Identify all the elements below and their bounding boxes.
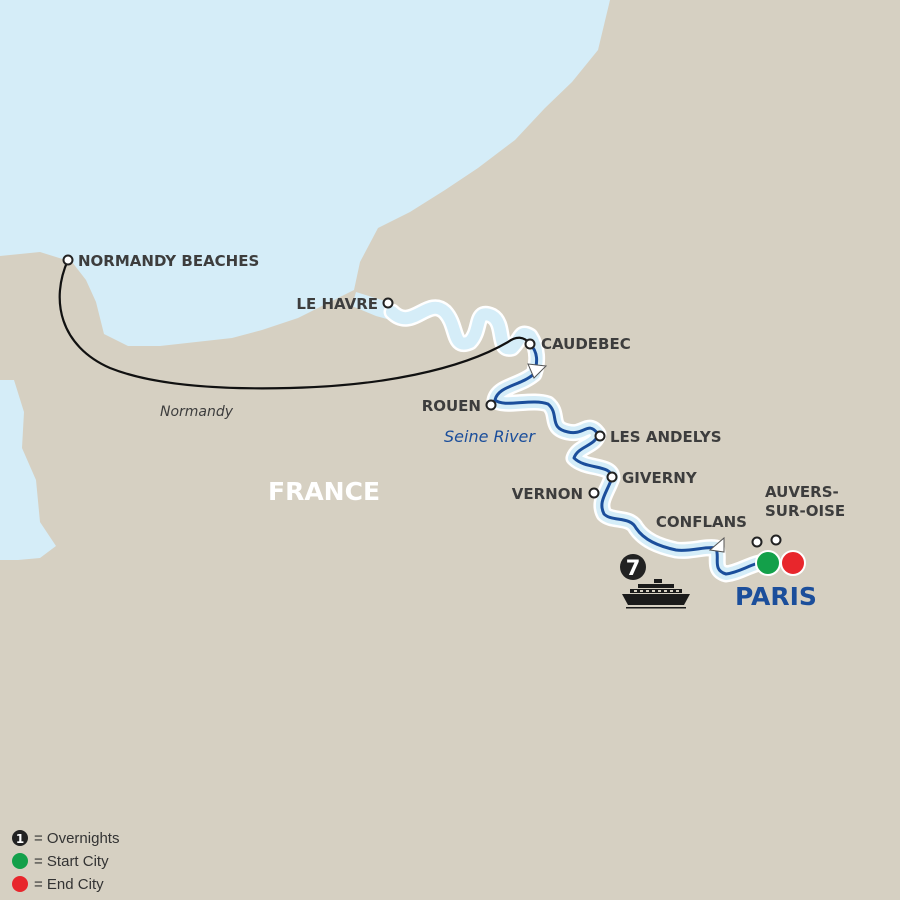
city-marker-les-andelys	[594, 430, 606, 442]
country-label: FRANCE	[268, 477, 380, 506]
legend: 1 = Overnights = Start City = End City	[12, 830, 119, 893]
legend-start-marker	[12, 853, 28, 869]
city-marker-normandy-beaches	[62, 254, 74, 266]
city-label-giverny: GIVERNY	[622, 469, 698, 487]
legend-item-start-city: = Start City	[12, 853, 109, 870]
end-city-marker	[780, 550, 806, 576]
river-label: Seine River	[444, 427, 536, 446]
legend-overnights-marker	[12, 830, 28, 846]
city-label-vernon: VERNON	[512, 485, 583, 503]
city-marker-conflans	[751, 536, 763, 548]
city-markers	[62, 254, 782, 548]
city-marker-vernon	[588, 487, 600, 499]
city-label-caudebec: CAUDEBEC	[541, 335, 631, 353]
legend-end-label: = End City	[34, 876, 104, 893]
city-label-les-andelys: LES ANDELYS	[610, 428, 722, 446]
cruise-ship-icon	[622, 579, 690, 605]
land-excursion-route	[58, 259, 531, 390]
city-marker-rouen	[485, 399, 497, 411]
legend-item-overnights: 1 = Overnights	[12, 830, 119, 847]
city-marker-auvers-sur-oise	[770, 534, 782, 546]
city-marker-caudebec	[524, 338, 536, 350]
city-label-rouen: ROUEN	[422, 397, 481, 415]
city-label-auvers-sur-oise-2: SUR-OISE	[765, 502, 845, 520]
capital-label: PARIS	[735, 582, 817, 611]
legend-item-end-city: = End City	[12, 876, 104, 893]
legend-end-marker	[12, 876, 28, 892]
cotentin-west-sea	[0, 380, 56, 560]
legend-overnights-label: = Overnights	[34, 830, 119, 847]
direction-arrow-icon	[527, 363, 548, 379]
city-marker-le-havre	[382, 297, 394, 309]
legend-start-label: = Start City	[34, 853, 109, 870]
city-label-conflans: CONFLANS	[656, 513, 747, 531]
overnights-count: 7	[626, 556, 641, 580]
start-city-marker	[755, 550, 781, 576]
english-channel	[0, 0, 610, 346]
region-label: Normandy	[160, 404, 234, 420]
legend-overnights-number: 1	[16, 832, 24, 846]
city-label-auvers-sur-oise: AUVERS-	[765, 483, 839, 501]
city-label-le-havre: LE HAVRE	[296, 295, 378, 313]
overnights-badge	[620, 554, 646, 580]
direction-arrow-icon	[708, 536, 725, 553]
city-marker-giverny	[606, 471, 618, 483]
city-label-normandy-beaches: NORMANDY BEACHES	[78, 252, 259, 270]
